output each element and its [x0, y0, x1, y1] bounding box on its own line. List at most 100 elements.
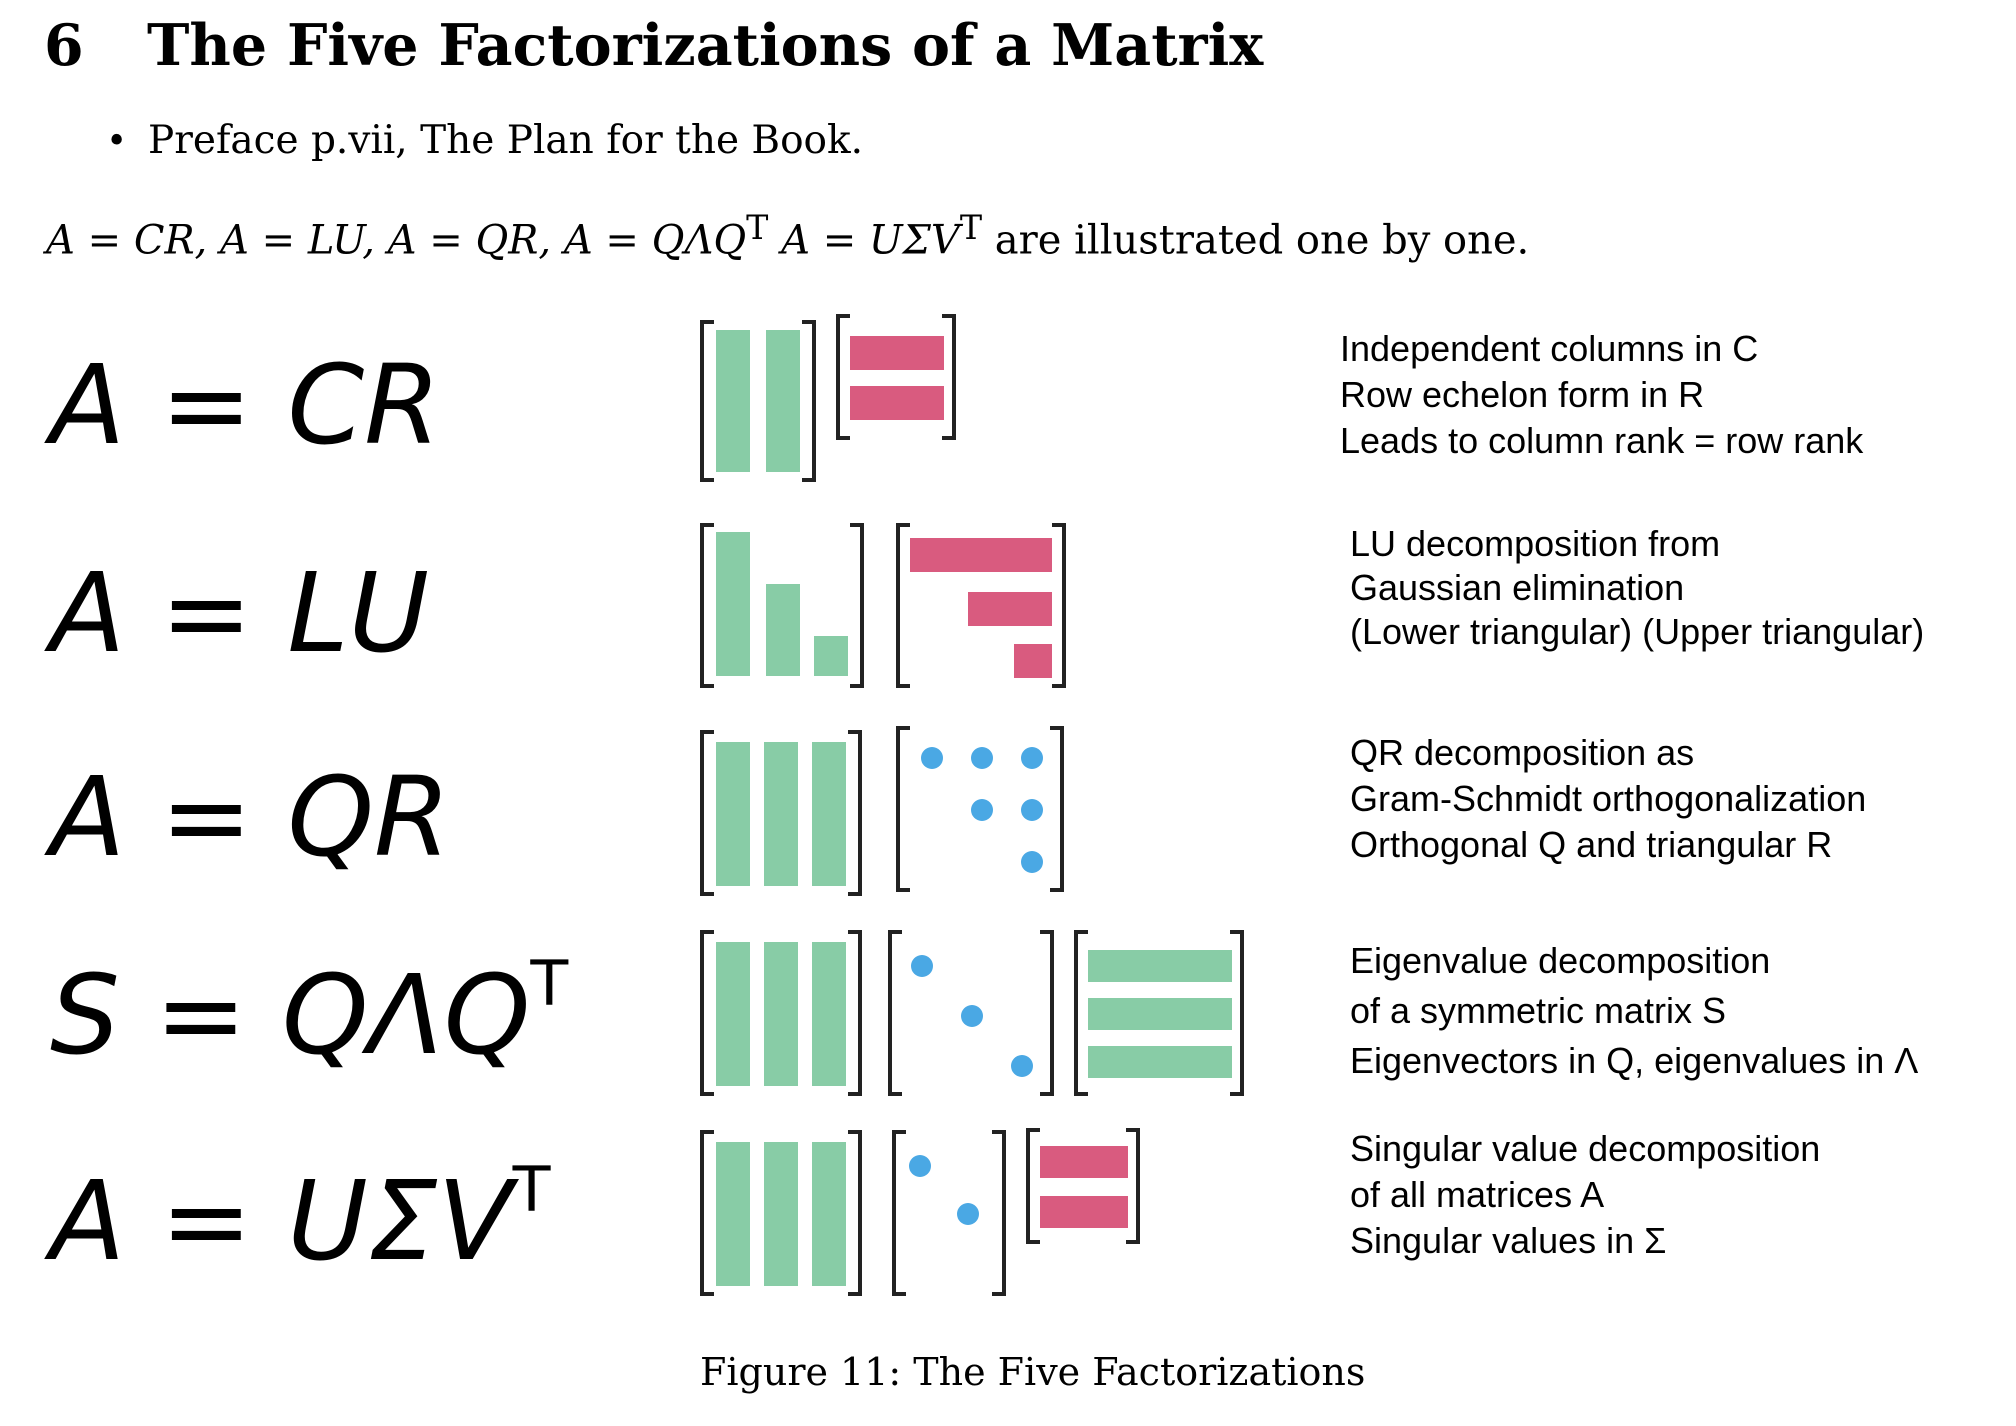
eigen-qt-row [1088, 950, 1232, 982]
r-entry [1021, 799, 1043, 821]
svd-vt-matrix-right-bracket [1126, 1128, 1140, 1244]
q-column [716, 742, 750, 886]
eigen-q-column [764, 942, 798, 1086]
r-row [850, 336, 944, 370]
l-matrix-left-bracket [700, 523, 714, 688]
lambda-entry [1011, 1055, 1033, 1077]
c-column [716, 330, 750, 472]
u-row [1014, 644, 1052, 678]
sigma-matrix-left-bracket [892, 1130, 906, 1296]
lambda-entry [961, 1005, 983, 1027]
c-matrix-left-bracket [700, 320, 714, 482]
eigen-q-matrix-right-bracket [848, 930, 862, 1096]
q-column [764, 742, 798, 886]
section-title: The Five Factorizations of a Matrix [147, 12, 1264, 79]
desc-line: Singular values in Σ [1350, 1220, 1667, 1261]
equation-cr: A = CR [50, 341, 441, 469]
l-column [814, 636, 848, 676]
figure-caption: Figure 11: The Five Factorizations [700, 1350, 1366, 1394]
eigen-q-column [716, 942, 750, 1086]
description-cr: Independent columns in C Row echelon for… [1340, 326, 1863, 464]
bullet-dot-icon: • [106, 121, 128, 162]
transpose-superscript: T [746, 208, 769, 247]
desc-line: QR decomposition as [1350, 732, 1695, 773]
svd-transpose: T [512, 1153, 551, 1227]
r-row [850, 386, 944, 420]
svd-u-column [764, 1142, 798, 1286]
q-column [812, 742, 846, 886]
description-lu: LU decomposition from Gaussian eliminati… [1350, 522, 1924, 654]
sigma-entry [957, 1203, 979, 1225]
desc-line: Leads to column rank = row rank [1340, 420, 1864, 461]
svd-u-column [716, 1142, 750, 1286]
equation-math-2: A = UΣV [768, 217, 960, 264]
r-matrix-left-bracket [836, 314, 850, 440]
r-triangular-matrix-left-bracket [896, 726, 910, 892]
equation-math: A = CR, A = LU, A = QR, A = QΛQ [46, 217, 747, 264]
eigen-q-column [812, 942, 846, 1086]
u-row [968, 592, 1052, 626]
bullet-text: Preface p.vii, The Plan for the Book. [148, 118, 864, 163]
desc-line: Independent columns in C [1340, 328, 1759, 369]
description-qr: QR decomposition as Gram-Schmidt orthogo… [1350, 730, 1866, 868]
u-matrix-left-bracket [896, 523, 910, 688]
section-heading: 6 The Five Factorizations of a Matrix [44, 12, 1263, 79]
desc-line: (Lower triangular) (Upper triangular) [1350, 611, 1925, 652]
desc-line: Singular value decomposition [1350, 1128, 1821, 1169]
svd-vt-row [1040, 1196, 1128, 1228]
desc-line: LU decomposition from [1350, 523, 1721, 564]
r-entry [921, 747, 943, 769]
q-matrix-right-bracket [848, 730, 862, 896]
description-svd: Singular value decomposition of all matr… [1350, 1126, 1820, 1264]
r-entry [1021, 851, 1043, 873]
equation-svd: A = UΣVT [50, 1153, 551, 1285]
description-eigen: Eigenvalue decomposition of a symmetric … [1350, 936, 1918, 1086]
c-matrix-right-bracket [802, 320, 816, 482]
section-number: 6 [44, 12, 84, 79]
svd-u-matrix-right-bracket [848, 1130, 862, 1296]
r-entry [971, 799, 993, 821]
desc-line: Orthogonal Q and triangular R [1350, 824, 1833, 865]
sigma-entry [909, 1155, 931, 1177]
equation-eigen: S = QΛQT [50, 947, 569, 1079]
svd-u-column [812, 1142, 846, 1286]
desc-line: Gaussian elimination [1350, 567, 1685, 608]
r-entry [971, 747, 993, 769]
eigen-qt-matrix-left-bracket [1074, 930, 1088, 1096]
bullet-item: • Preface p.vii, The Plan for the Book. [106, 118, 863, 163]
c-column [766, 330, 800, 472]
transpose-superscript-2: T [959, 208, 983, 247]
u-row [910, 538, 1052, 572]
eigen-transpose: T [530, 947, 569, 1021]
l-column [766, 584, 800, 676]
desc-line: Row echelon form in R [1340, 374, 1705, 415]
equation-lu: A = LU [50, 549, 430, 677]
desc-line: Eigenvectors in Q, eigenvalues in Λ [1350, 1040, 1919, 1081]
eigen-qt-matrix-right-bracket [1230, 930, 1244, 1096]
q-matrix-left-bracket [700, 730, 714, 896]
desc-line: Gram-Schmidt orthogonalization [1350, 778, 1867, 819]
l-matrix-right-bracket [850, 523, 864, 688]
eigen-qt-row [1088, 998, 1232, 1030]
equation-suffix: are illustrated one by one. [982, 217, 1530, 264]
eigen-q-matrix-left-bracket [700, 930, 714, 1096]
r-triangular-matrix-right-bracket [1050, 726, 1064, 892]
desc-line: of all matrices A [1350, 1174, 1605, 1215]
equation-line: A = CR, A = LU, A = QR, A = QΛQT A = UΣV… [46, 208, 1529, 263]
r-matrix-right-bracket [942, 314, 956, 440]
u-matrix-right-bracket [1052, 523, 1066, 688]
lambda-entry [911, 955, 933, 977]
eigen-qt-row [1088, 1046, 1232, 1078]
equation-qr: A = QR [50, 753, 451, 881]
r-entry [1021, 747, 1043, 769]
lambda-matrix-right-bracket [1040, 930, 1054, 1096]
svd-vt-row [1040, 1146, 1128, 1178]
svd-vt-matrix-left-bracket [1026, 1128, 1040, 1244]
desc-line: Eigenvalue decomposition [1350, 940, 1771, 981]
svd-u-matrix-left-bracket [700, 1130, 714, 1296]
desc-line: of a symmetric matrix S [1350, 990, 1727, 1031]
sigma-matrix-right-bracket [992, 1130, 1006, 1296]
lambda-matrix-left-bracket [888, 930, 902, 1096]
l-column [716, 532, 750, 676]
